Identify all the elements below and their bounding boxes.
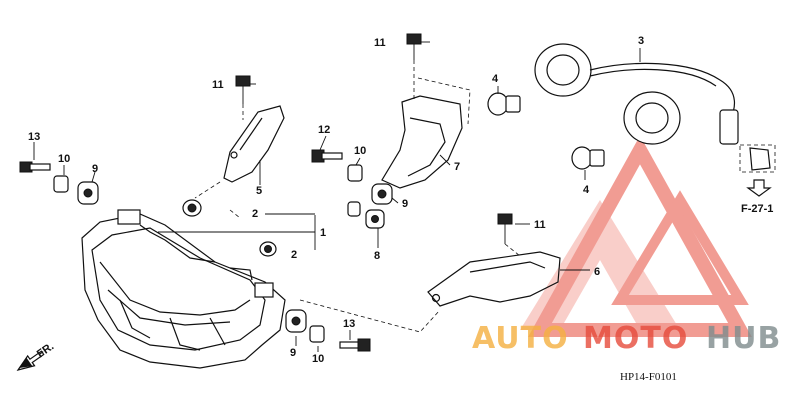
callout-4-lower: 4 bbox=[583, 184, 590, 196]
socket-harness-3 bbox=[534, 43, 739, 145]
callout-9-left: 9 bbox=[92, 163, 98, 175]
bulb-4-lower bbox=[571, 146, 605, 170]
callout-8: 8 bbox=[374, 250, 380, 262]
rubber-9-middle bbox=[371, 183, 393, 205]
watermark-text-moto: MOTO bbox=[583, 321, 688, 356]
collar-8 bbox=[347, 201, 385, 229]
reference-connector bbox=[739, 144, 776, 197]
rubber-9-bottom bbox=[285, 309, 307, 333]
collar-10-left bbox=[53, 175, 69, 193]
watermark-logo bbox=[520, 135, 752, 337]
bulb-4-upper bbox=[487, 92, 521, 116]
callout-11-top: 11 bbox=[374, 37, 386, 49]
callout-4-upper: 4 bbox=[492, 73, 499, 85]
callout-9-bottom: 9 bbox=[290, 347, 296, 359]
callout-9-middle: 9 bbox=[402, 198, 408, 210]
callout-7: 7 bbox=[454, 161, 460, 173]
watermark-text-auto: AUTO bbox=[472, 321, 569, 356]
bracket-6 bbox=[427, 251, 561, 307]
callout-10-bottom: 10 bbox=[312, 353, 324, 365]
callout-10-left: 10 bbox=[58, 153, 70, 165]
callout-11-right: 11 bbox=[534, 219, 546, 231]
callout-6: 6 bbox=[594, 266, 600, 278]
callout-1: 1 bbox=[320, 227, 326, 239]
leader-lines bbox=[33, 41, 641, 352]
bolt-13-bottom bbox=[339, 338, 371, 352]
collar-10-middle bbox=[347, 164, 363, 182]
bolt-11-right bbox=[497, 213, 513, 244]
rubber-9-left bbox=[77, 181, 99, 205]
reference-label: F-27-1 bbox=[741, 203, 773, 215]
dashed-guide-lines bbox=[194, 60, 521, 333]
callout-2-lower: 2 bbox=[291, 249, 297, 261]
bolt-11-top bbox=[406, 33, 422, 60]
callout-13-bottom: 13 bbox=[343, 318, 355, 330]
callout-5: 5 bbox=[256, 185, 262, 197]
bracket-5 bbox=[223, 105, 285, 183]
callout-12: 12 bbox=[318, 124, 330, 136]
diagram-code: HP14-F0101 bbox=[620, 371, 677, 383]
callout-10-middle: 10 bbox=[354, 145, 366, 157]
bolt-11-left bbox=[235, 75, 251, 104]
callout-3: 3 bbox=[638, 35, 644, 47]
callout-13-left: 13 bbox=[28, 131, 40, 143]
watermark-text: AUTO MOTO HUB bbox=[472, 321, 781, 356]
bolt-13-left bbox=[19, 161, 51, 173]
collar-10-bottom bbox=[309, 325, 325, 343]
callout-2-upper: 2 bbox=[252, 208, 258, 220]
headlight-assembly bbox=[81, 209, 286, 369]
grommet-upper bbox=[182, 199, 202, 217]
callout-11-left: 11 bbox=[212, 79, 224, 91]
bracket-7 bbox=[381, 95, 463, 189]
grommet-lower bbox=[259, 241, 277, 257]
front-direction-arrow bbox=[16, 350, 45, 371]
watermark-text-hub: HUB bbox=[706, 321, 781, 356]
bolt-12 bbox=[311, 149, 343, 163]
